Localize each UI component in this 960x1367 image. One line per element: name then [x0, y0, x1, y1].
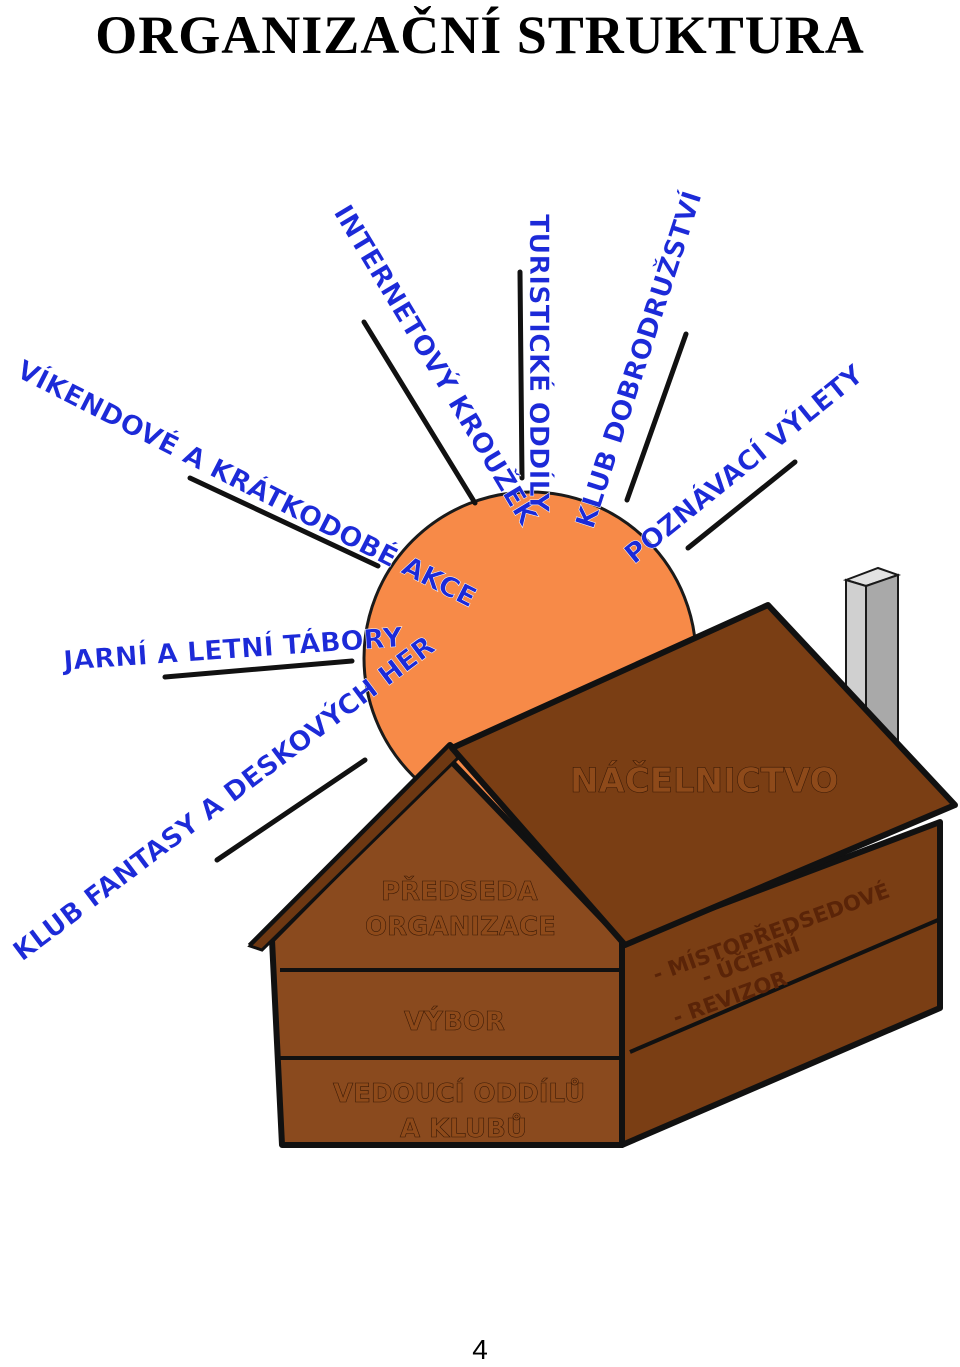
label-nacelnictvo: NÁČELNICTVO: [570, 760, 838, 801]
ray-line-internet: [361, 319, 478, 506]
label-turist: TURISTICKÉ ODDÍLY: [523, 214, 555, 512]
label-organizace: ORGANIZACE: [365, 912, 556, 942]
ray-line-tabory: [162, 658, 355, 680]
ray-line-vikend: [187, 475, 381, 569]
label-vikend: VÍKENDOVÉ A KRÁTKODOBÉ AKCE: [12, 354, 482, 614]
label-vylety: POZNÁVACÍ VÝLETY: [618, 358, 870, 570]
page-title: ORGANIZAČNÍ STRUKTURA: [95, 5, 865, 65]
ray-line-vylety: [685, 459, 798, 551]
label-vedouci: VEDOUCÍ ODDÍLŮ: [333, 1076, 585, 1109]
side-wall-board-line: [629, 918, 939, 1054]
ray-line-fantasy: [214, 757, 368, 863]
ray-line-turist: [517, 269, 525, 481]
label-internet: INTERNETOVÝ KROUŽEK: [327, 199, 544, 531]
ray-line-dobro: [624, 331, 689, 503]
page-number: 4: [472, 1334, 488, 1365]
label-predseda: PŘEDSEDA: [381, 875, 538, 907]
label-dobro: KLUB DOBRODRUŽSTVÍ: [569, 187, 708, 532]
label-vybor: VÝBOR: [404, 1005, 505, 1037]
label-a-klubu: A KLUBŮ: [400, 1111, 527, 1144]
house-roof: [449, 602, 958, 948]
